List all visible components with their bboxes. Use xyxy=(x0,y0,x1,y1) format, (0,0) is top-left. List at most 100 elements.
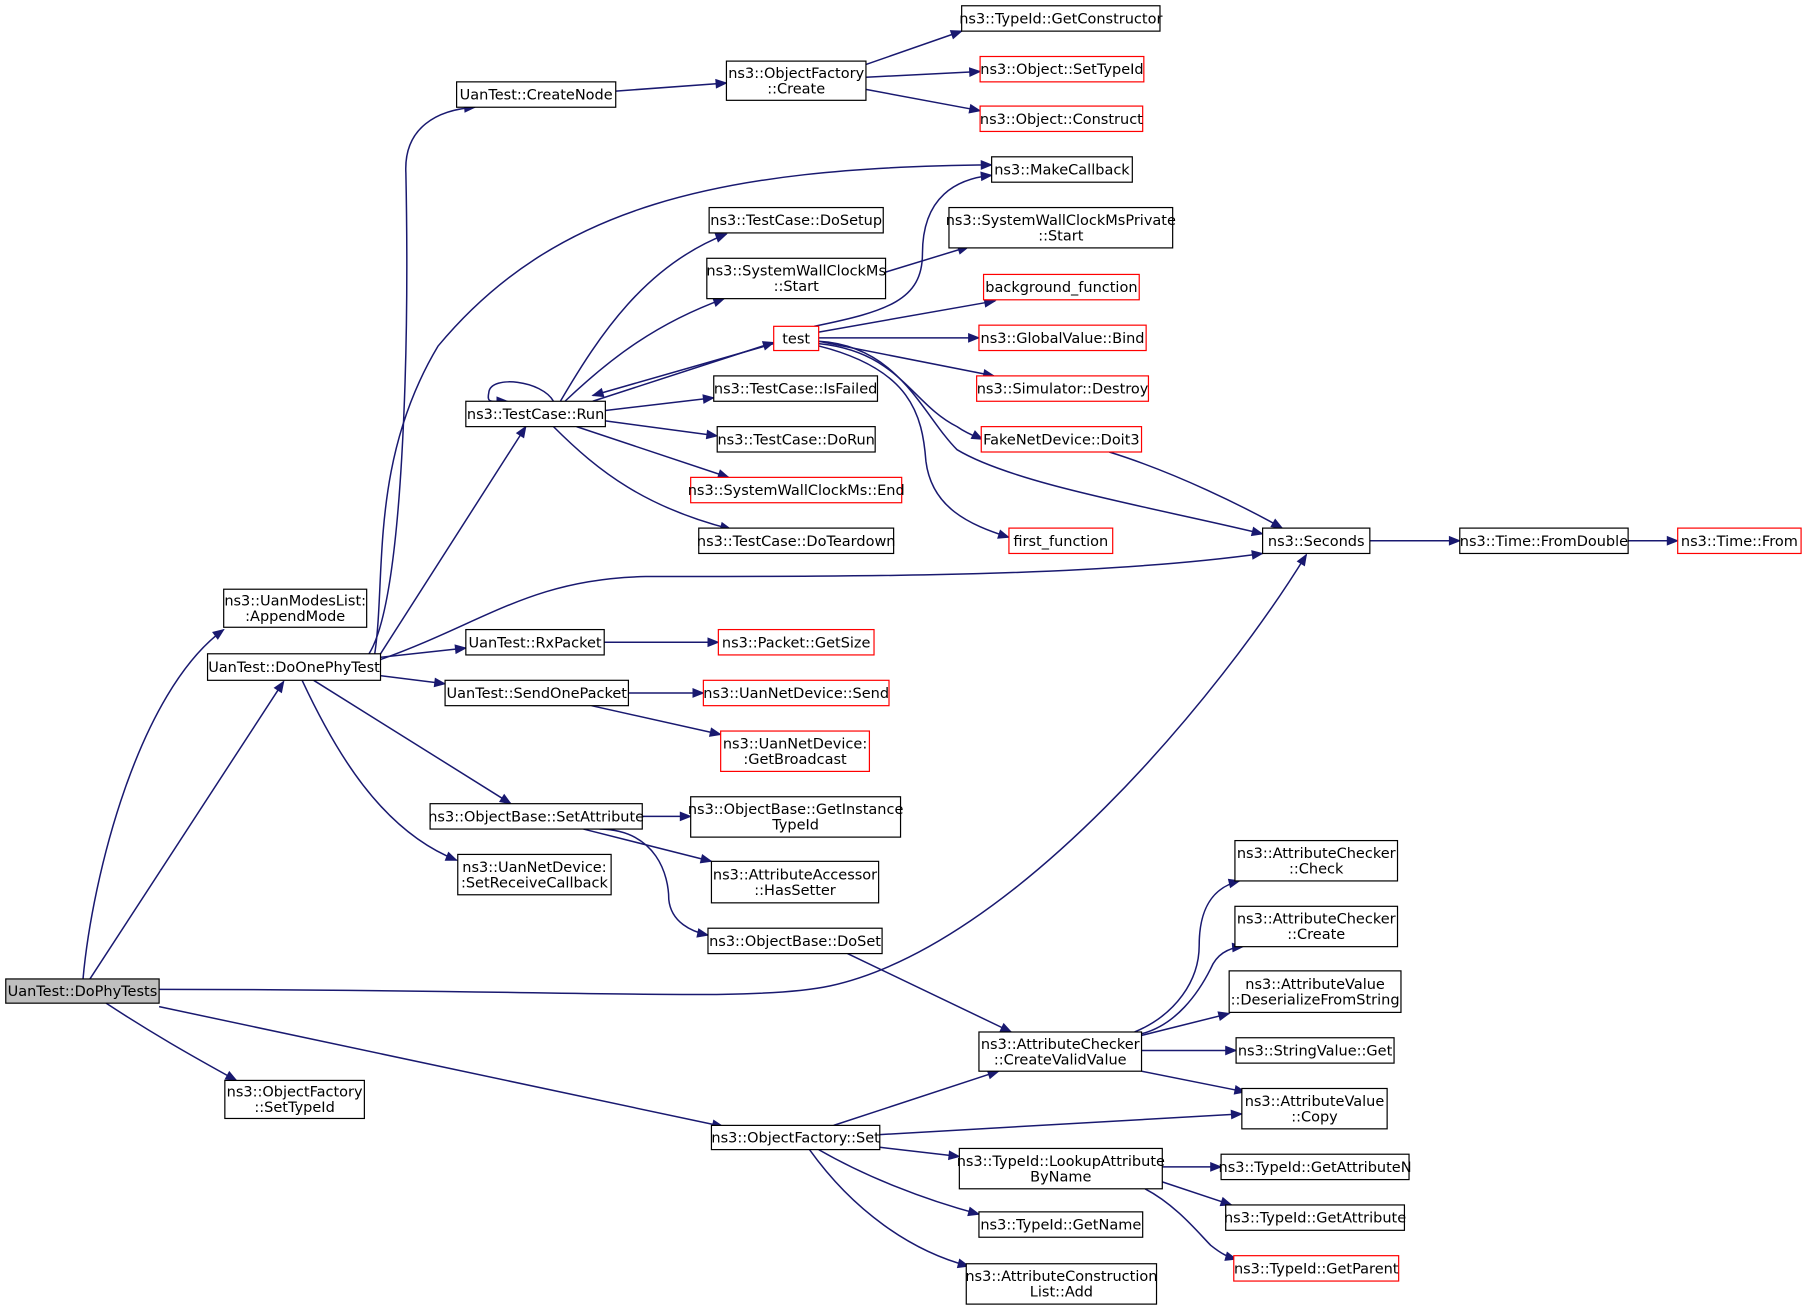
node-label: UanTest::DoOnePhyTest xyxy=(208,660,380,676)
node-ns3-typeid-getattributen[interactable]: ns3::TypeId::GetAttributeN xyxy=(1219,1153,1412,1181)
call-edge-ns3-attributechecker-createvalidvalue-to-ns3-attributevalue-copy xyxy=(1141,1070,1247,1095)
node-ns3-stringvalue-get[interactable]: ns3::StringValue::Get xyxy=(1235,1037,1395,1064)
arrowhead xyxy=(707,637,720,648)
node-box xyxy=(702,679,890,707)
node-ns3-attributechecker-createvalidvalue[interactable]: ns3::AttributeChecker::CreateValidValue xyxy=(978,1031,1143,1072)
call-edge-ns3-systemwallclockms-start-to-ns3-systemwallclockmsprivate-start xyxy=(885,245,970,273)
node-ns3-time-from[interactable]: ns3::Time::From xyxy=(1677,527,1802,555)
node-ns3-testcase-run[interactable]: ns3::TestCase::Run xyxy=(465,400,606,428)
node-ns3-typeid-getconstructor[interactable]: ns3::TypeId::GetConstructor xyxy=(959,5,1162,32)
node-uantest-doonephytest[interactable]: UanTest::DoOnePhyTest xyxy=(206,653,382,681)
call-edge-ns3-typeid-lookupattribute-byname-to-ns3-typeid-getattributen xyxy=(1162,1161,1223,1172)
arrowhead xyxy=(454,644,468,655)
node-box xyxy=(690,796,902,838)
arrowhead xyxy=(968,67,982,77)
call-edge-uantest-dophytests-to-uantest-doonephytest xyxy=(89,680,285,980)
node-ns3-systemwallclockms-end[interactable]: ns3::SystemWallClockMs::End xyxy=(688,476,905,504)
node-fakenetdevice-doit3[interactable]: FakeNetDevice::Doit3 xyxy=(980,426,1143,453)
node-ns3-object-settypeid[interactable]: ns3::Object::SetTypeId xyxy=(979,55,1145,83)
node-ns3-objectfactory-settypeid[interactable]: ns3::ObjectFactory::SetTypeId xyxy=(224,1079,365,1120)
node-label: ns3::TestCase::DoSetup xyxy=(710,213,882,229)
node-ns3-attributechecker-check[interactable]: ns3::AttributeChecker::Check xyxy=(1234,839,1399,882)
node-box xyxy=(5,978,160,1004)
node-ns3-systemwallclockmsprivate-start[interactable]: ns3::SystemWallClockMsPrivate::Start xyxy=(946,206,1176,249)
node-ns3-objectfactory-create[interactable]: ns3::ObjectFactory::Create xyxy=(725,60,867,101)
node-box xyxy=(456,81,617,108)
call-edge-ns3-objectfactory-set-to-ns3-typeid-getname xyxy=(818,1148,981,1217)
node-uantest-rxpacket[interactable]: UanTest::RxPacket xyxy=(465,628,605,656)
node-label: ns3::AttributeChecker xyxy=(1237,912,1396,928)
node-ns3-makecallback[interactable]: ns3::MakeCallback xyxy=(991,156,1133,183)
call-edge-uantest-sendonepacket-to-ns3-uannetdevice-getbroadcast xyxy=(591,704,723,737)
node-ns3-uannetdevice-getbroadcast[interactable]: ns3::UanNetDevice::GetBroadcast xyxy=(720,730,871,772)
node-ns3-uannetdevice-setreceivecallback[interactable]: ns3::UanNetDevice::SetReceiveCallback xyxy=(457,853,612,896)
call-edge-test-to-ns3-makecallback xyxy=(813,171,993,328)
node-box xyxy=(980,426,1143,453)
arrowhead xyxy=(444,851,458,861)
arrowhead xyxy=(980,160,993,170)
call-edge-ns3-objectfactory-create-to-ns3-object-construct xyxy=(862,88,982,114)
node-box xyxy=(1459,527,1629,555)
node-ns3-typeid-getname[interactable]: ns3::TypeId::GetName xyxy=(978,1211,1144,1238)
node-ns3-testcase-isfailed[interactable]: ns3::TestCase::IsFailed xyxy=(713,375,879,402)
call-edge-ns3-typeid-lookupattribute-byname-to-ns3-typeid-getattribute xyxy=(1162,1181,1233,1207)
node-label: ns3::TypeId::GetConstructor xyxy=(959,11,1162,27)
node-ns3-uannetdevice-send[interactable]: ns3::UanNetDevice::Send xyxy=(702,679,890,707)
node-ns3-object-construct[interactable]: ns3::Object::Construct xyxy=(979,105,1144,133)
node-box xyxy=(976,375,1150,402)
node-ns3-seconds[interactable]: ns3::Seconds xyxy=(1262,527,1371,555)
call-edge-ns3-attributechecker-createvalidvalue-to-ns3-attributechecker-check xyxy=(1134,878,1241,1033)
call-edge-uantest-doonephytest-to-ns3-objectbase-setattribute xyxy=(313,679,512,805)
call-edge-ns3-objectfactory-set-to-ns3-attributechecker-createvalidvalue xyxy=(833,1069,1000,1127)
node-ns3-simulator-destroy[interactable]: ns3::Simulator::Destroy xyxy=(976,375,1150,402)
node-label: ns3::GlobalValue::Bind xyxy=(981,331,1145,347)
node-ns3-systemwallclockms-start[interactable]: ns3::SystemWallClockMs::Start xyxy=(706,257,887,300)
node-label: first_function xyxy=(1013,534,1108,550)
node-ns3-time-fromdouble[interactable]: ns3::Time::FromDouble xyxy=(1459,527,1629,555)
node-ns3-uanmodeslist-appendmode[interactable]: ns3::UanModesList::AppendMode xyxy=(223,588,368,628)
node-label: ns3::AttributeChecker xyxy=(981,1037,1140,1053)
node-box xyxy=(224,1079,365,1120)
node-ns3-objectbase-doset[interactable]: ns3::ObjectBase::DoSet xyxy=(707,927,883,955)
node-box xyxy=(713,375,879,402)
node-background-function[interactable]: background_function xyxy=(982,273,1140,301)
node-ns3-objectfactory-set[interactable]: ns3::ObjectFactory::Set xyxy=(710,1124,881,1151)
node-box xyxy=(965,1263,1158,1305)
node-uantest-dophytests[interactable]: UanTest::DoPhyTests xyxy=(5,978,160,1004)
node-first-function[interactable]: first_function xyxy=(1008,527,1114,555)
arrowhead xyxy=(999,1022,1013,1033)
node-uantest-sendonepacket[interactable]: UanTest::SendOnePacket xyxy=(444,679,630,707)
node-ns3-globalvalue-bind[interactable]: ns3::GlobalValue::Bind xyxy=(978,324,1147,352)
node-box xyxy=(1008,527,1114,555)
call-edge-ns3-objectbase-doset-to-ns3-attributechecker-createvalidvalue xyxy=(847,952,1013,1033)
node-ns3-attributevalue-deserializefromstring[interactable]: ns3::AttributeValue::DeserializeFromStri… xyxy=(1228,970,1402,1013)
node-ns3-testcase-doteardown[interactable]: ns3::TestCase::DoTeardown xyxy=(697,527,896,555)
call-edge-uantest-doonephytest-to-ns3-makecallback xyxy=(374,160,993,654)
node-ns3-testcase-dorun[interactable]: ns3::TestCase::DoRun xyxy=(716,426,876,453)
node-box xyxy=(978,1211,1144,1238)
node-ns3-packet-getsize[interactable]: ns3::Packet::GetSize xyxy=(717,628,875,656)
node-ns3-attributechecker-create[interactable]: ns3::AttributeChecker::Create xyxy=(1234,905,1399,948)
node-label: ns3::Packet::GetSize xyxy=(722,635,871,651)
node-label: ns3::TypeId::GetAttributeN xyxy=(1219,1160,1412,1176)
arrowhead xyxy=(692,688,705,698)
node-ns3-objectbase-setattribute[interactable]: ns3::ObjectBase::SetAttribute xyxy=(428,803,644,830)
node-ns3-typeid-getparent[interactable]: ns3::TypeId::GetParent xyxy=(1233,1255,1400,1282)
node-box xyxy=(1234,839,1399,882)
node-label: ns3::ObjectBase::GetInstance xyxy=(688,802,904,818)
node-label: ns3::TypeId::LookupAttribute xyxy=(957,1154,1165,1170)
arrowhead xyxy=(705,429,719,440)
node-label: ns3::TestCase::DoTeardown xyxy=(697,534,896,550)
node-ns3-typeid-getattribute[interactable]: ns3::TypeId::GetAttribute xyxy=(1224,1204,1406,1231)
node-ns3-attributeaccessor-hassetter[interactable]: ns3::AttributeAccessor::HasSetter xyxy=(710,860,880,904)
node-ns3-testcase-dosetup[interactable]: ns3::TestCase::DoSetup xyxy=(708,206,884,234)
node-uantest-createnode[interactable]: UanTest::CreateNode xyxy=(456,81,617,108)
node-test[interactable]: test xyxy=(773,325,820,352)
node-ns3-attributevalue-copy[interactable]: ns3::AttributeValue::Copy xyxy=(1241,1087,1388,1130)
node-label: ByName xyxy=(1030,1169,1091,1185)
arrowhead xyxy=(970,430,984,440)
arrowhead xyxy=(997,529,1011,539)
